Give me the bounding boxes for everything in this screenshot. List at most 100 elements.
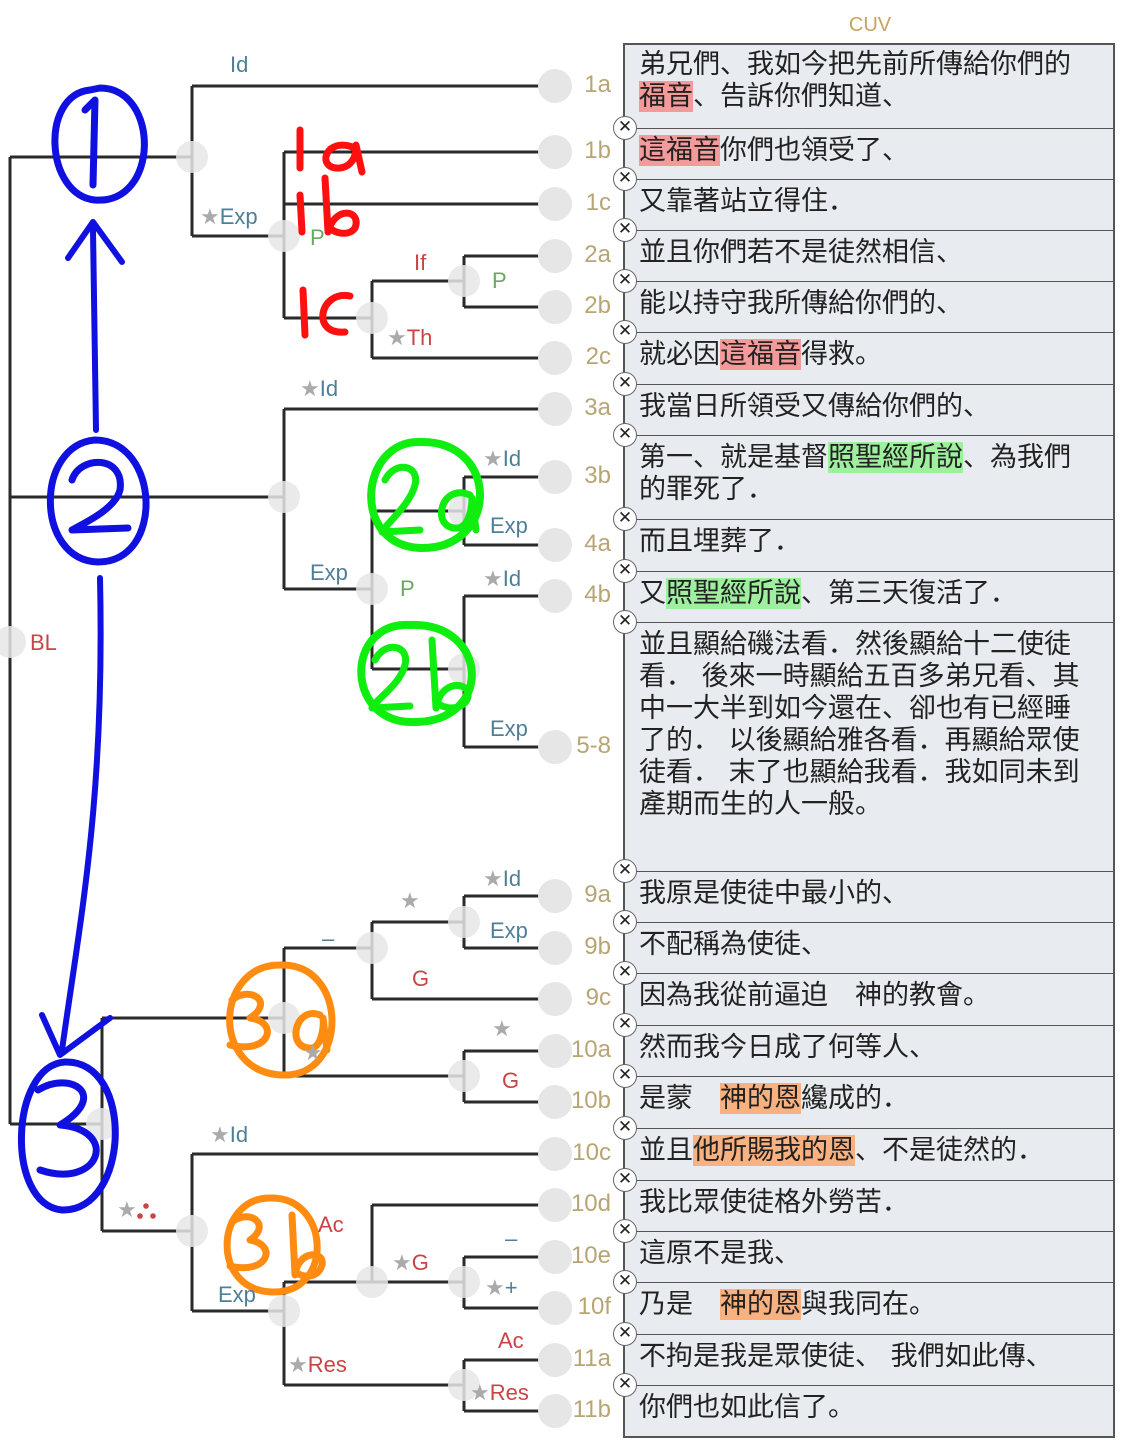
annotation-arrow-down [59, 575, 104, 1053]
close-icon[interactable]: ✕ [613, 1064, 637, 1088]
relation-label-text: Exp [310, 560, 348, 585]
verse-ref-label[interactable]: 9b [584, 933, 611, 960]
relation-label-text: Id [502, 866, 522, 891]
verse-row[interactable]: 不拘是我是眾使徒、 我們如此傳、 [623, 1334, 1115, 1385]
verse-row[interactable]: 第一、就是基督照聖經所說、為我們的罪死了． [623, 435, 1115, 519]
verse-row[interactable]: 並且你們若不是徒然相信、 [623, 230, 1115, 281]
verse-row[interactable]: 弟兄們、我如今把先前所傳給你們的福音、告訴你們知道、 [623, 43, 1115, 128]
close-icon[interactable]: ✕ [613, 610, 637, 634]
relation-label: Id [230, 52, 248, 78]
verse-ref-label[interactable]: 11b [572, 1396, 611, 1423]
star-icon: ★ [485, 1275, 505, 1300]
verse-ref-label[interactable]: 11a [572, 1345, 611, 1372]
verse-row[interactable]: 然而我今日成了何等人、 [623, 1025, 1115, 1076]
verse-text: 是蒙 [639, 1083, 720, 1114]
close-icon[interactable]: ✕ [613, 507, 637, 531]
star-icon: ★ [303, 1040, 323, 1065]
close-icon[interactable]: ✕ [613, 1168, 637, 1192]
close-icon[interactable]: ✕ [613, 372, 637, 396]
relation-label: Exp [490, 716, 528, 742]
verse-row[interactable]: 你們也如此信了。 [623, 1385, 1115, 1438]
verse-row[interactable]: 因為我從前逼迫 神的教會。 [623, 973, 1115, 1025]
verse-row[interactable]: 是蒙 神的恩纔成的． [623, 1076, 1115, 1128]
relation-label-text: P [400, 576, 415, 601]
verse-ref-label[interactable]: 2c [585, 343, 611, 370]
close-icon[interactable]: ✕ [613, 961, 637, 985]
verse-ref-label[interactable]: 1a [584, 71, 611, 98]
close-icon[interactable]: ✕ [613, 1322, 637, 1346]
close-icon[interactable]: ✕ [613, 116, 637, 140]
verse-ref-label[interactable]: 10f [577, 1293, 611, 1320]
close-icon[interactable]: ✕ [613, 1270, 637, 1294]
verse-ref-label[interactable]: 1c [585, 189, 611, 216]
verse-text: 並且 [639, 1135, 693, 1166]
verse-row[interactable]: 這原不是我、 [623, 1231, 1115, 1282]
verse-ref-label[interactable]: 9a [584, 881, 611, 908]
close-icon[interactable]: ✕ [613, 559, 637, 583]
verse-row[interactable]: 就必因這福音得救。 [623, 332, 1115, 384]
close-icon[interactable]: ✕ [613, 910, 637, 934]
highlighted-phrase: 照聖經所說 [666, 578, 801, 609]
close-icon[interactable]: ✕ [613, 269, 637, 293]
branch-node-dot [268, 1295, 300, 1327]
verse-node-dot [538, 1188, 572, 1222]
close-icon[interactable]: ✕ [613, 859, 637, 883]
verse-ref-label[interactable]: 4b [584, 581, 611, 608]
verse-ref-label[interactable]: 10b [570, 1087, 611, 1114]
verse-ref-label[interactable]: 10a [570, 1036, 611, 1063]
verse-ref-label[interactable]: 3b [584, 462, 611, 489]
relation-label: ★Id [483, 446, 521, 472]
close-icon[interactable]: ✕ [613, 320, 637, 344]
verse-ref-label[interactable]: 1b [584, 137, 611, 164]
highlighted-phrase: 照聖經所說 [828, 442, 963, 473]
relation-label: Exp [310, 560, 348, 586]
verse-row[interactable]: 我比眾使徒格外勞苦． [623, 1180, 1115, 1231]
verse-ref-label[interactable]: 10c [572, 1139, 611, 1166]
version-header: CUV [848, 14, 892, 36]
star-icon: ★ [117, 1197, 137, 1222]
verse-node-dot [538, 239, 572, 273]
relation-label-text: Id [502, 566, 522, 591]
close-icon[interactable]: ✕ [613, 1373, 637, 1397]
star-icon: ★ [300, 376, 320, 401]
verse-text: 弟兄們、我如今把先前所傳給你們的 [639, 49, 1071, 80]
relation-label: G [502, 1068, 519, 1094]
verse-row[interactable]: 能以持守我所傳給你們的、 [623, 281, 1115, 332]
verse-row[interactable]: 這福音你們也領受了、 [623, 128, 1115, 179]
verse-row[interactable]: 我當日所領受又傳給你們的、 [623, 384, 1115, 435]
verse-ref-label[interactable]: 4a [584, 530, 611, 557]
close-icon[interactable]: ✕ [613, 423, 637, 447]
verse-ref-label[interactable]: 2b [584, 292, 611, 319]
verse-ref-label[interactable]: 9c [585, 984, 611, 1011]
relation-label: G [412, 966, 429, 992]
verse-node-dot [538, 931, 572, 965]
verse-node-dot [538, 579, 572, 613]
verse-row[interactable]: 又靠著站立得住． [623, 179, 1115, 230]
branch-node-dot [448, 906, 480, 938]
annotation-arrow-up [90, 227, 99, 433]
verse-ref-label[interactable]: 2a [584, 241, 611, 268]
verse-row[interactable]: 並且顯給磯法看．然後顯給十二使徒看． 後來一時顯給五百多弟兄看、其中一大半到如今… [623, 622, 1115, 871]
verse-ref-label[interactable]: 10d [570, 1190, 611, 1217]
branch-node-dot [356, 302, 388, 334]
verse-ref-label[interactable]: 5-8 [576, 732, 611, 759]
close-icon[interactable]: ✕ [613, 1219, 637, 1243]
relation-label: ★Id [300, 376, 338, 402]
close-icon[interactable]: ✕ [613, 167, 637, 191]
close-icon[interactable]: ✕ [613, 1116, 637, 1140]
relation-label-text: Id [319, 376, 339, 401]
verse-ref-label[interactable]: 3a [584, 394, 611, 421]
close-icon[interactable]: ✕ [613, 1013, 637, 1037]
verse-row[interactable]: 我原是使徒中最小的、 [623, 871, 1115, 922]
verse-row[interactable]: 乃是 神的恩與我同在。 [623, 1282, 1115, 1334]
verse-node-dot [538, 1291, 572, 1325]
relation-label: ★Res [470, 1380, 529, 1406]
annotation-digit-3 [34, 1079, 100, 1178]
verse-ref-label[interactable]: 10e [570, 1242, 611, 1269]
verse-row[interactable]: 並且他所賜我的恩、不是徒然的． [623, 1128, 1115, 1180]
verse-row[interactable]: 而且埋葬了． [623, 519, 1115, 571]
close-icon[interactable]: ✕ [613, 218, 637, 242]
verse-row[interactable]: 又照聖經所說、第三天復活了． [623, 571, 1115, 622]
verse-row[interactable]: 不配稱為使徒、 [623, 922, 1115, 973]
verse-text: 能以持守我所傳給你們的、 [639, 288, 963, 319]
